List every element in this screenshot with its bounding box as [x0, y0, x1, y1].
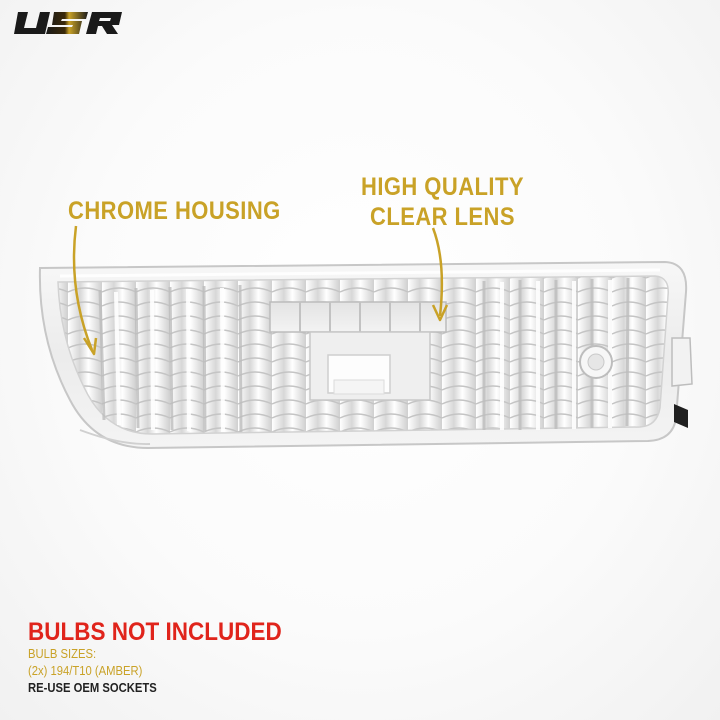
bulbs-not-included-heading: BULBS NOT INCLUDED [28, 618, 282, 646]
clear-lens-line1: HIGH QUALITY [361, 173, 524, 201]
clear-lens-label: HIGH QUALITY CLEAR LENS [361, 172, 524, 232]
bulb-sizes-label: BULB SIZES: [28, 647, 97, 661]
usr-logo [14, 12, 122, 34]
chrome-housing-text: CHROME HOUSING [68, 197, 281, 225]
mount-tab [671, 337, 693, 387]
clear-lens-arrow [431, 227, 444, 317]
chrome-housing-label: CHROME HOUSING [68, 196, 281, 226]
bulb-notes: BULBS NOT INCLUDED BULB SIZES: (2x) 194/… [28, 618, 310, 697]
wire-lead [674, 404, 688, 428]
chrome-housing-arrow [72, 225, 94, 351]
bulb-size-value: (2x) 194/T10 (AMBER) [28, 664, 143, 678]
reuse-sockets-note: RE-USE OEM SOCKETS [28, 681, 157, 695]
clear-lens-line2: CLEAR LENS [369, 203, 515, 231]
